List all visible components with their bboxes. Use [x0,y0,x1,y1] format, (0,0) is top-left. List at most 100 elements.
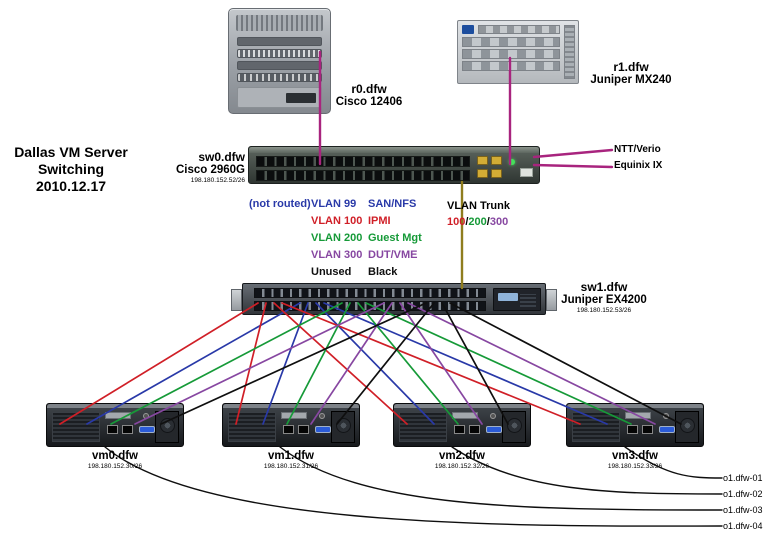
trunk-vlans: 100/200/300 [447,214,510,230]
legend-not-routed: (not routed) [249,198,311,210]
title-line-1: Dallas VM Server [14,144,128,160]
legend-vlan: VLAN 200 [311,232,363,244]
fan [336,418,351,433]
label-vm3: vm3.dfw 198.180.152.33/26 [570,450,700,471]
label-vm0: vm0.dfw 198.180.152.30/26 [50,450,180,471]
line-card-slot [237,61,322,70]
switch-sw1-chassis [231,283,557,315]
title-line-3: 2010.12.17 [35,178,107,194]
legend-row-unused: Unused Black [249,266,422,283]
line-card-ports [237,49,322,58]
router-r1-chassis [457,20,579,84]
sw1-hostname: sw1.dfw [580,280,628,294]
vent-grille [572,412,620,442]
vm1-hostname: vm1.dfw [267,450,314,462]
vga-port [139,426,155,433]
bezel-strip [223,404,359,408]
vent-grille [399,412,447,442]
r0-model: Cisco 12406 [335,96,403,108]
drive-bay [105,412,131,419]
port-row-top [254,288,486,298]
router-r0-chassis [228,8,331,114]
sw0-hostname: sw0.dfw [198,150,245,164]
rack-ear [231,289,242,311]
vlan-trunk-label: VLAN Trunk 100/200/300 [447,198,510,230]
fan [680,418,695,433]
vga-port [315,426,331,433]
nic-port [107,425,118,434]
vm2-hostname: vm2.dfw [438,450,485,462]
nic-port [642,425,653,434]
management-panel [493,288,541,311]
juniper-logo [462,25,474,34]
trunk-vlan-200: 200 [468,216,487,228]
vga-port [659,426,675,433]
bezel-strip [394,404,530,408]
server-vm0-chassis [46,403,184,447]
cable-sw0-equinix-ix [532,163,614,169]
vm1-ip: 198.180.152.31/26 [263,463,319,470]
vlan-legend: (not routed) VLAN 99 SAN/NFS VLAN 100 IP… [249,198,422,283]
label-r0: r0.dfw Cisco 12406 [330,82,408,109]
vent-grille [236,15,323,31]
nic-port [298,425,309,434]
module-row [462,37,560,47]
port-row-bottom [256,170,470,181]
sw1-model: Juniper EX4200 [561,294,647,306]
label-o1-dfw-02: o1.dfw-02 [723,489,763,499]
line-card-ports [237,73,322,82]
legend-vlan: VLAN 300 [311,249,363,261]
power-button [663,413,669,419]
diagram-title: Dallas VM Server Switching 2010.12.17 [6,144,136,195]
legend-vlan: VLAN 99 [311,198,357,210]
server-vm1-chassis [222,403,360,447]
label-sticker [520,168,533,177]
drive-bay [281,412,307,419]
legend-desc: Black [368,266,398,278]
label-o1-dfw-03: o1.dfw-03 [723,505,763,515]
nic-port [122,425,133,434]
label-equinix-ix: Equinix IX [614,160,663,171]
vlan200-cables [110,302,632,425]
label-sw1: sw1.dfw Juniper EX4200 198.180.152.53/26 [552,280,656,315]
legend-desc: Guest Mgt [368,232,422,244]
cable-sw0-ntt-verio [532,148,614,159]
legend-vlan: Unused [311,266,352,278]
sfp-port [491,169,502,178]
r1-hostname: r1.dfw [613,60,649,74]
sfp-port [477,169,488,178]
status-led [509,159,515,165]
label-sw0: sw0.dfw Cisco 2960G 198.180.152.52/26 [146,150,245,185]
nic-port [283,425,294,434]
module-row [462,61,560,71]
nic-port [469,425,480,434]
vm0-ip: 198.180.152.30/26 [87,463,143,470]
legend-vlan: VLAN 100 [311,215,363,227]
sw0-ip: 198.180.152.52/26 [190,177,245,184]
server-vm2-chassis [393,403,531,447]
server-vm3-chassis [566,403,704,447]
port-row-bottom [254,301,486,311]
drive-bay [625,412,651,419]
drive-bay [452,412,478,419]
vm3-ip: 198.180.152.33/26 [607,463,663,470]
vm2-ip: 198.180.152.32/26 [434,463,490,470]
line-card-slot [237,37,322,46]
sw0-model: Cisco 2960G [175,164,245,176]
vga-port [486,426,502,433]
legend-row-vlan200: VLAN 200 Guest Mgt [249,232,422,249]
switch-sw0-chassis [248,146,540,184]
module-row [462,49,560,59]
bezel-strip [249,147,539,153]
trunk-vlan-100: 100 [447,216,466,228]
vm0-hostname: vm0.dfw [91,450,138,462]
nic-port [627,425,638,434]
r0-hostname: r0.dfw [351,82,387,96]
sfp-port [491,156,502,165]
legend-desc: DUT/VME [368,249,418,261]
vent-grille [520,294,536,307]
trunk-title: VLAN Trunk [447,200,510,212]
r1-model: Juniper MX240 [590,74,672,86]
title-line-2: Switching [37,161,105,177]
bezel-strip [47,404,183,408]
